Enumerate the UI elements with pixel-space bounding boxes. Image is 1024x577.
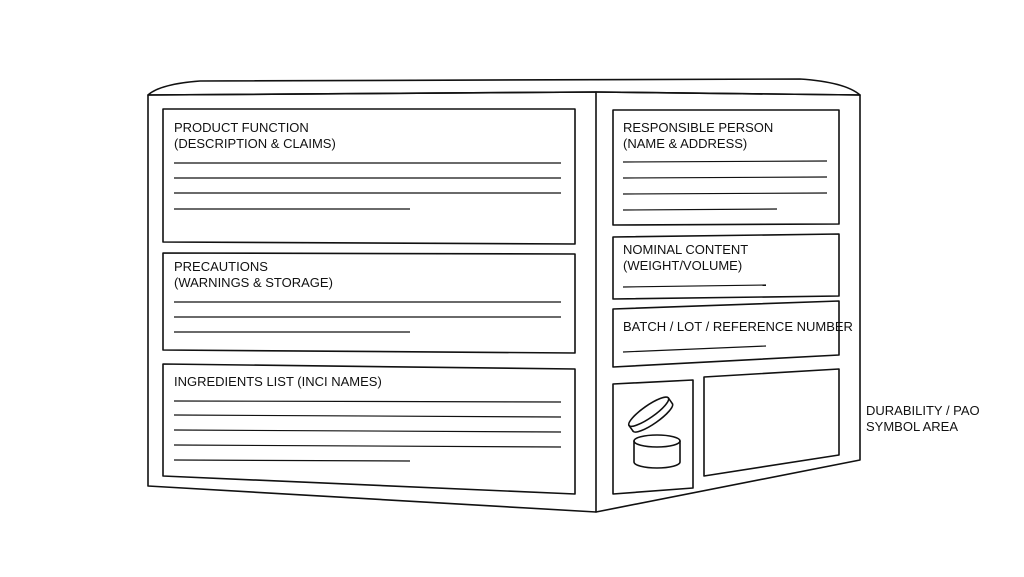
pao-symbol-box (612, 379, 694, 495)
ingredients-title: INGREDIENTS LIST (INCI NAMES) (174, 374, 382, 389)
writing-line (173, 444, 562, 448)
writing-line (173, 429, 562, 433)
precautions-title: PRECAUTIONS (174, 259, 268, 274)
writing-line (622, 160, 828, 163)
product-function-panel: PRODUCT FUNCTION (DESCRIPTION & CLAIMS) (162, 108, 576, 245)
responsible-person-subtitle: (NAME & ADDRESS) (623, 136, 747, 151)
writing-line (173, 459, 411, 462)
writing-line (173, 414, 562, 418)
batch-lot-panel: BATCH / LOT / REFERENCE NUMBER (612, 300, 853, 368)
nominal-content-subtitle: (WEIGHT/VOLUME) (623, 258, 742, 273)
writing-line (622, 345, 767, 353)
product-function-subtitle: (DESCRIPTION & CLAIMS) (174, 136, 336, 151)
empty-symbol-box (703, 368, 840, 477)
writing-line (173, 400, 562, 403)
box-top-face (147, 78, 861, 96)
responsible-person-title: RESPONSIBLE PERSON (623, 120, 773, 135)
open-jar-icon (627, 396, 681, 469)
box-side-face (595, 91, 861, 513)
writing-line (622, 192, 828, 195)
precautions-panel: PRECAUTIONS (WARNINGS & STORAGE) (162, 252, 576, 354)
symbol-area-label: SYMBOL AREA (866, 419, 958, 434)
batch-lot-title: BATCH / LOT / REFERENCE NUMBER (623, 319, 853, 334)
responsible-person-panel: RESPONSIBLE PERSON (NAME & ADDRESS) (612, 109, 840, 226)
writing-line (622, 284, 767, 288)
precautions-subtitle: (WARNINGS & STORAGE) (174, 275, 333, 290)
product-function-title: PRODUCT FUNCTION (174, 120, 309, 135)
nominal-content-title: NOMINAL CONTENT (623, 242, 748, 257)
nominal-content-panel: NOMINAL CONTENT (WEIGHT/VOLUME) (612, 233, 840, 300)
ingredients-panel: INGREDIENTS LIST (INCI NAMES) (162, 363, 576, 495)
durability-pao-label: DURABILITY / PAO (866, 403, 980, 418)
writing-line (622, 208, 778, 211)
writing-line (622, 176, 828, 179)
